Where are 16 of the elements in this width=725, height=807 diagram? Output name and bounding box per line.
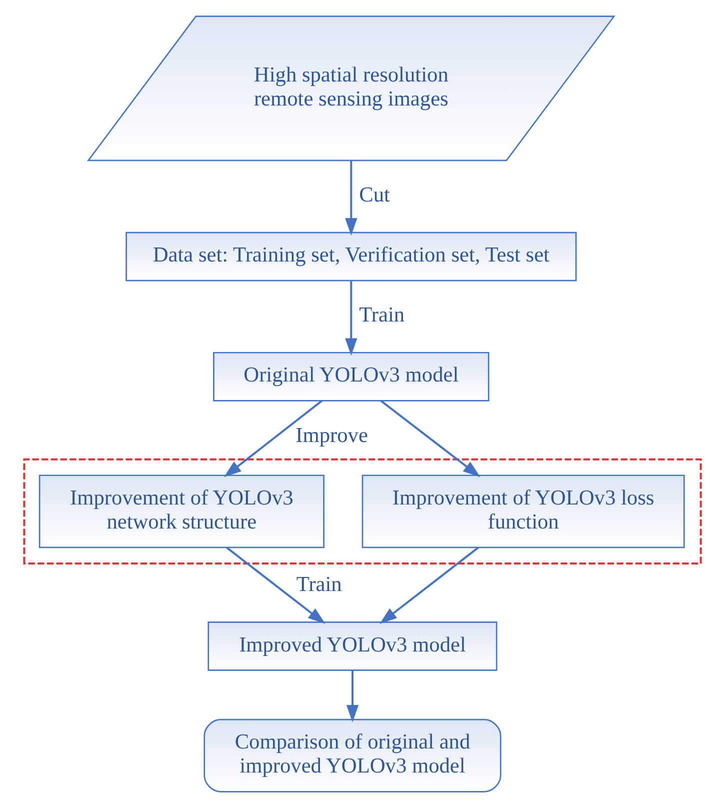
node-box: Improvement of YOLOv3 network structure <box>38 474 324 548</box>
arrow <box>224 399 323 477</box>
arrow <box>380 399 480 477</box>
cluster <box>23 458 702 564</box>
edge-label: Train <box>359 302 405 326</box>
edge-label: Improve <box>296 422 368 446</box>
edge-label: Train <box>296 572 342 596</box>
node-box: Improved YOLOv3 model <box>208 621 498 670</box>
node-box: Comparison of original and improved YOLOv3 model <box>204 718 502 792</box>
arrow <box>345 280 358 356</box>
node-box: Data set: Training set, Verification set, Test set <box>126 231 577 281</box>
arrow <box>346 670 359 722</box>
node-box: Improvement of YOLOv3 loss function <box>362 474 685 548</box>
edge-label: Cut <box>359 182 390 206</box>
arrow <box>345 160 358 235</box>
node-box: Original YOLOv3 model <box>213 351 490 401</box>
